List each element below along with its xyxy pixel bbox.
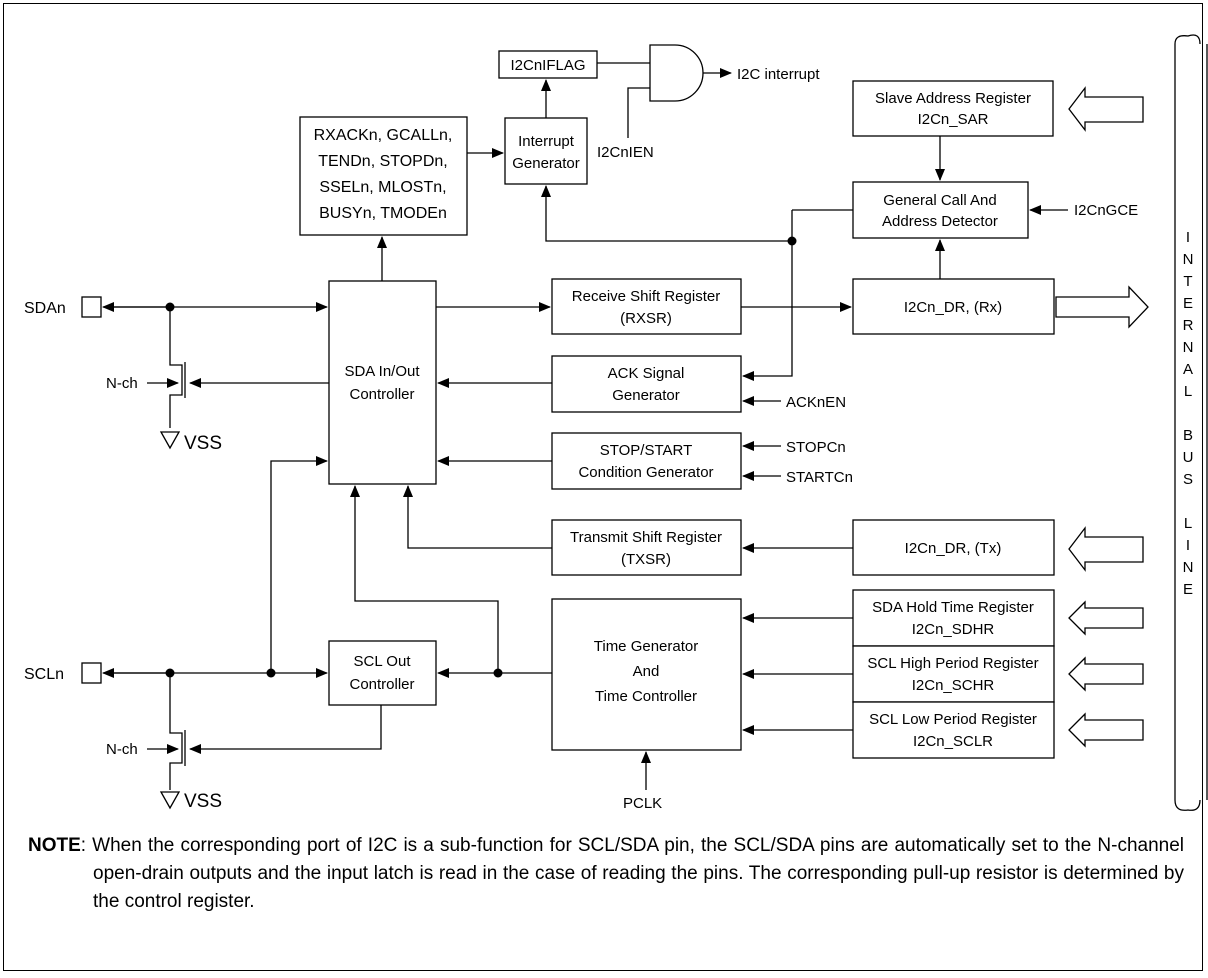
svg-text:Time Controller: Time Controller	[595, 688, 697, 705]
svg-text:SCL Low Period Register: SCL Low Period Register	[869, 711, 1037, 728]
svg-text:TENDn, STOPDn,: TENDn, STOPDn,	[318, 153, 448, 170]
svg-text:Generator: Generator	[612, 387, 680, 404]
svg-text:PCLK: PCLK	[623, 795, 662, 812]
svg-text:L: L	[1184, 515, 1192, 532]
svg-text:I2Cn_SCHR: I2Cn_SCHR	[912, 677, 995, 694]
i2c-block-diagram: I2CnIFLAG RXACKn, GCALLn, TENDn, STOPDn,…	[24, 34, 1208, 812]
svg-text:I2CnIFLAG: I2CnIFLAG	[510, 57, 585, 74]
svg-text:Address Detector: Address Detector	[882, 213, 998, 230]
svg-text:N: N	[1183, 251, 1194, 268]
svg-text:RXACKn, GCALLn,: RXACKn, GCALLn,	[314, 127, 453, 144]
svg-text:Receive Shift Register: Receive Shift Register	[572, 288, 720, 305]
bus-arrows	[1055, 86, 1149, 748]
ack-generator-block: ACK Signal Generator	[551, 355, 742, 413]
svg-text:SCLn: SCLn	[24, 666, 64, 683]
svg-text:R: R	[1183, 317, 1194, 334]
sda-controller-block: SDA In/Out Controller	[328, 280, 437, 485]
interrupt-generator-block: Interrupt Generator	[504, 117, 588, 185]
svg-text:I2C interrupt: I2C interrupt	[737, 66, 820, 83]
svg-text:Generator: Generator	[512, 155, 580, 172]
svg-text:E: E	[1183, 295, 1193, 312]
dr-rx-block: I2Cn_DR, (Rx)	[852, 278, 1055, 335]
svg-text:U: U	[1183, 449, 1194, 466]
note-label: NOTE	[28, 835, 81, 856]
svg-text:E: E	[1183, 581, 1193, 598]
general-call-detector-block: General Call And Address Detector	[852, 181, 1029, 239]
svg-text:Time Generator: Time Generator	[594, 638, 698, 655]
svg-text:SCL Out: SCL Out	[354, 653, 412, 670]
svg-text:STOP/START: STOP/START	[600, 442, 693, 459]
svg-text:A: A	[1183, 361, 1193, 378]
svg-text:SSELn, MLOSTn,: SSELn, MLOSTn,	[319, 179, 446, 196]
iflag-block: I2CnIFLAG	[498, 50, 598, 79]
figure-frame	[3, 3, 1203, 971]
svg-text:SCL High Period Register: SCL High Period Register	[867, 655, 1038, 672]
status-flags-block: RXACKn, GCALLn, TENDn, STOPDn, SSELn, ML…	[299, 116, 468, 236]
svg-text:ACK Signal: ACK Signal	[608, 365, 685, 382]
signal-labels: I2C interrupt I2CnIEN I2CnGCE ACKnEN STO…	[106, 66, 1138, 812]
svg-text:I: I	[1186, 537, 1190, 554]
svg-text:S: S	[1183, 471, 1193, 488]
svg-text:I2CnIEN: I2CnIEN	[597, 144, 654, 161]
svg-text:I2Cn_SDHR: I2Cn_SDHR	[912, 621, 995, 638]
sda-pin: SDAn	[24, 296, 102, 318]
svg-text:Condition Generator: Condition Generator	[578, 464, 713, 481]
svg-text:BUSYn, TMODEn: BUSYn, TMODEn	[319, 205, 447, 222]
svg-text:L: L	[1184, 383, 1192, 400]
svg-text:SDAn: SDAn	[24, 300, 66, 317]
svg-text:N: N	[1183, 339, 1194, 356]
svg-text:VSS: VSS	[184, 791, 222, 812]
svg-text:(TXSR): (TXSR)	[621, 551, 671, 568]
slave-address-register-block: Slave Address Register I2Cn_SAR	[852, 80, 1054, 137]
svg-text:Interrupt: Interrupt	[518, 133, 575, 150]
note-paragraph: NOTE: When the corresponding port of I2C…	[28, 832, 1184, 916]
txsr-block: Transmit Shift Register (TXSR)	[551, 519, 742, 576]
svg-text:VSS: VSS	[184, 433, 222, 454]
ground-symbol-sda: VSS	[159, 431, 222, 454]
scl-pin: SCLn	[24, 662, 102, 684]
svg-text:Controller: Controller	[349, 676, 414, 693]
svg-text:ACKnEN: ACKnEN	[786, 394, 846, 411]
scl-controller-block: SCL Out Controller	[328, 640, 437, 706]
svg-text:T: T	[1183, 273, 1192, 290]
svg-text:And: And	[633, 663, 660, 680]
svg-text:STOPCn: STOPCn	[786, 439, 846, 456]
svg-text:I2Cn_DR, (Tx): I2Cn_DR, (Tx)	[905, 540, 1002, 557]
junction-dots	[165, 236, 797, 678]
svg-text:I2Cn_SAR: I2Cn_SAR	[918, 111, 989, 128]
rxsr-block: Receive Shift Register (RXSR)	[551, 278, 742, 335]
svg-text:Slave Address Register: Slave Address Register	[875, 90, 1031, 107]
svg-text:SDA Hold Time Register: SDA Hold Time Register	[872, 599, 1034, 616]
ground-symbol-scl: VSS	[159, 791, 222, 812]
time-generator-block: Time Generator And Time Controller	[551, 598, 742, 751]
svg-text:I2Cn_DR, (Rx): I2Cn_DR, (Rx)	[904, 299, 1002, 316]
svg-text:Transmit Shift Register: Transmit Shift Register	[570, 529, 722, 546]
svg-text:N-ch: N-ch	[106, 741, 138, 758]
svg-text:N: N	[1183, 559, 1194, 576]
svg-text:(RXSR): (RXSR)	[620, 310, 672, 327]
svg-text:I2Cn_SCLR: I2Cn_SCLR	[913, 733, 993, 750]
dr-tx-block: I2Cn_DR, (Tx)	[852, 519, 1055, 576]
register-stack: SDA Hold Time Register I2Cn_SDHR SCL Hig…	[852, 589, 1055, 759]
svg-text:N-ch: N-ch	[106, 375, 138, 392]
svg-text:B: B	[1183, 427, 1193, 444]
note-text: : When the corresponding port of I2C is …	[80, 835, 1184, 912]
internal-bus-line: I N T E R N A L B U S L I N E	[1174, 34, 1208, 811]
and-gate	[649, 44, 704, 102]
svg-text:I: I	[1186, 229, 1190, 246]
svg-text:I2CnGCE: I2CnGCE	[1074, 202, 1138, 219]
svg-text:Controller: Controller	[349, 386, 414, 403]
svg-text:SDA In/Out: SDA In/Out	[344, 363, 420, 380]
stop-start-generator-block: STOP/START Condition Generator	[551, 432, 742, 490]
svg-text:STARTCn: STARTCn	[786, 469, 853, 486]
svg-text:General Call And: General Call And	[883, 192, 996, 209]
